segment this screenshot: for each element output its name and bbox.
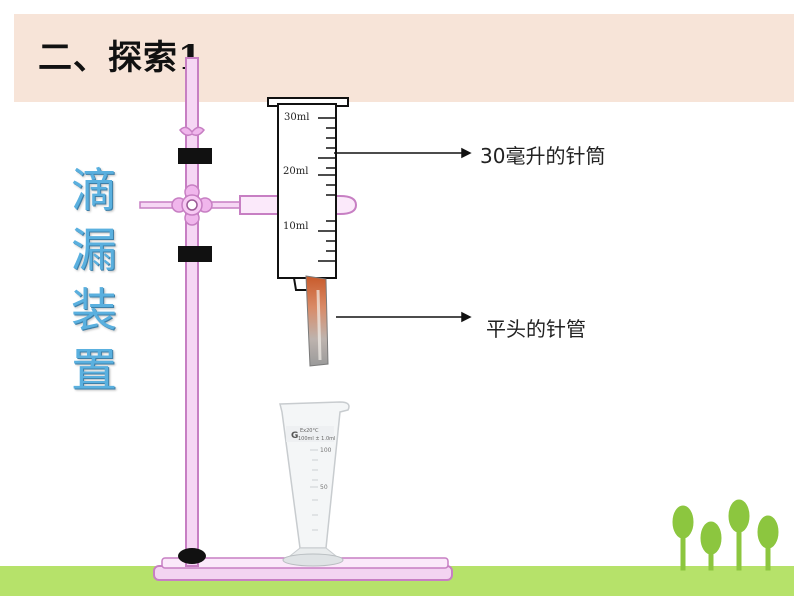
upper-clamp-block <box>178 148 212 164</box>
syringe-leader-arrow <box>461 147 472 159</box>
slide-title: 二、探索1 <box>38 38 203 78</box>
clamp-knob <box>171 184 213 226</box>
cylinder-capacity: 100ml ± 1.0ml <box>298 436 335 442</box>
syringe-barrel <box>277 103 337 279</box>
rod-foot <box>178 548 206 564</box>
cylinder-spec: Ex20°C <box>300 428 319 434</box>
sprouts-decoration <box>672 499 779 571</box>
needle-leader-arrow <box>461 311 472 323</box>
rod-knot <box>179 126 205 137</box>
syringe-scale <box>318 117 336 262</box>
vertical-title: 滴 漏 装 置 <box>64 160 124 400</box>
syringe-mark-30: 30ml <box>284 112 309 123</box>
cylinder-brand: G <box>291 431 298 441</box>
title-band <box>14 14 794 102</box>
vertical-title-char: 置 <box>71 343 117 397</box>
cylinder-mark-50: 50 <box>320 484 328 491</box>
vertical-title-char: 漏 <box>71 223 117 277</box>
needle-tube <box>305 275 329 367</box>
syringe-mark-10: 10ml <box>283 221 308 232</box>
measuring-cylinder: G Ex20°C 100ml ± 1.0ml 100 50 <box>279 401 350 567</box>
cylinder-mark-100: 100 <box>320 447 332 454</box>
syringe-label: 30毫升的针筒 <box>480 144 606 168</box>
vertical-title-char: 装 <box>71 283 117 337</box>
syringe-mark-20: 20ml <box>283 166 308 177</box>
vertical-title-char: 滴 <box>71 163 117 217</box>
needle-label: 平头的针管 <box>486 317 586 341</box>
lower-clamp-block <box>178 246 212 262</box>
